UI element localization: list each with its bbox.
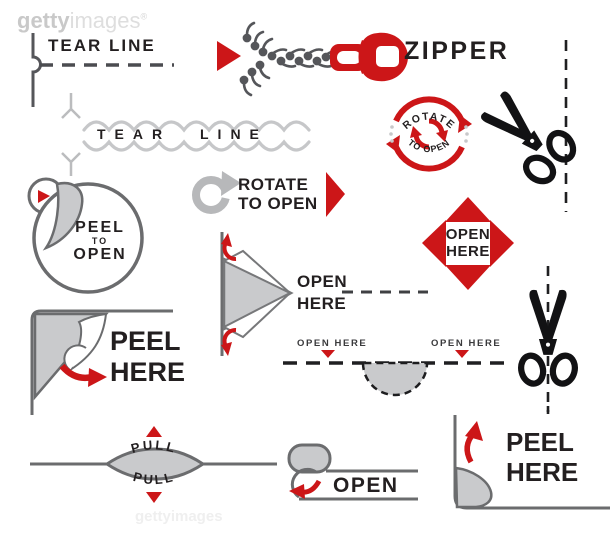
watermark-light: images [69, 8, 141, 33]
rotate-to-open-label: ROTATE TO OPEN [238, 175, 318, 213]
diamond-triangle-left [422, 220, 446, 267]
tear-line-dashed-art [31, 33, 174, 107]
diamond-triangle-right [490, 220, 514, 267]
peel-here-right-label: PEEL HERE [506, 427, 579, 487]
red-right-triangle [326, 172, 345, 217]
peel-strip [42, 181, 84, 251]
open-here-diamond-label: OPEN HERE [445, 226, 491, 260]
chevron-row-top [82, 120, 311, 133]
open-here-diamond-art [422, 197, 514, 290]
rotate-arrow-head [221, 171, 241, 196]
open-roll-art [287, 443, 418, 501]
tear-line-chevron-label: TEAR LINE [97, 126, 268, 142]
peel-flap-top [221, 249, 291, 294]
rotate-stamp-icon: ROTATE TO OPEN [386, 96, 472, 172]
pull-arrow-down [146, 492, 162, 503]
open-here-strip-label-left: OPEN HERE [297, 338, 368, 349]
peel-here-left-label: PEEL HERE [110, 326, 186, 387]
pull-strip-art: PULL PULL [30, 426, 277, 503]
zipper-slider [330, 32, 408, 82]
peel-to-open-sticker [27, 177, 144, 294]
open-here-arrow-art [220, 232, 428, 356]
tear-notch-line [31, 33, 42, 107]
stamp-center-arrows [410, 118, 448, 150]
zipper-arrow-triangle [217, 41, 241, 71]
open-here-strip-label-right: OPEN HERE [431, 338, 502, 349]
stamp-top-label: ROTATE [400, 111, 457, 132]
pull-label-bottom: PULL [132, 469, 177, 487]
watermark-bold: getty [17, 8, 70, 33]
thumb-notch [361, 361, 429, 397]
diamond-triangle-up [445, 197, 491, 222]
peel-to-open-label: PEEL TO OPEN [73, 219, 127, 263]
watermark-faint: gettyimages [135, 508, 223, 525]
strip-arrow-left [321, 350, 335, 358]
open-here-strip-art [283, 350, 508, 397]
red-peel-arrow [59, 363, 93, 382]
rotate-to-open-art [192, 171, 345, 217]
peel-corner-gray-2 [454, 466, 493, 509]
tear-band-bracket [61, 93, 81, 176]
strip-arrow-right [455, 350, 469, 358]
tear-line-chevron-art [61, 93, 311, 176]
zipper-teeth [239, 21, 342, 97]
roll-shape [287, 443, 332, 474]
cut-line-bottom-right [518, 266, 577, 414]
zipper-art [217, 21, 408, 97]
peel-tab-arrow [38, 190, 50, 203]
tear-line-label: TEAR LINE [48, 36, 156, 55]
open-roll-label: OPEN [333, 474, 399, 497]
zipper-label: ZIPPER [404, 37, 510, 65]
peel-here-left-art [30, 309, 173, 415]
pull-arrow-up [146, 426, 162, 437]
stamp-dots [389, 125, 469, 143]
pull-lens [104, 447, 206, 481]
peel-here-right-art [453, 406, 610, 510]
registered-mark: ® [140, 11, 148, 22]
watermark: gettyimages® [17, 8, 147, 34]
stamp-bottom-label: TO OPEN [406, 137, 452, 154]
chevron-row-bottom [82, 139, 311, 152]
cut-line-top-right [472, 40, 583, 212]
diamond-triangle-down [445, 265, 491, 290]
open-here-label: OPEN HERE [297, 272, 348, 313]
